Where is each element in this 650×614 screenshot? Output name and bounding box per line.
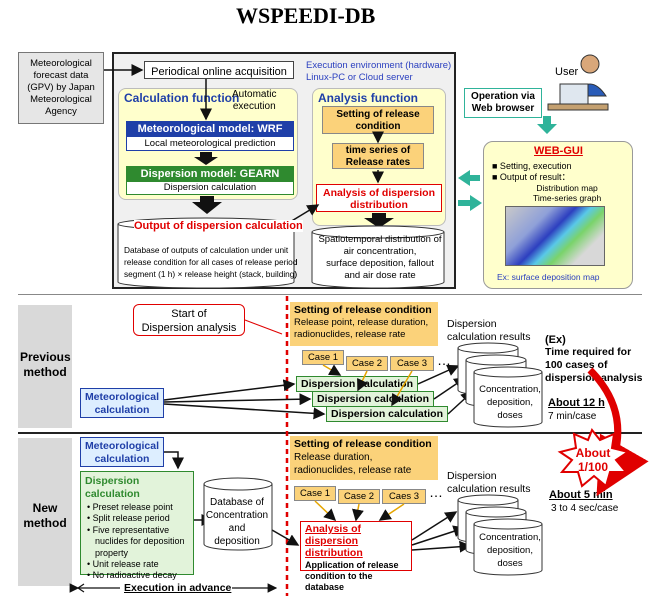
wrf-model-header: Meteorological model: WRF bbox=[127, 122, 293, 137]
prev-case-2: Case 2 bbox=[346, 356, 388, 371]
prev-case-3: Case 3 bbox=[390, 356, 434, 371]
new-db-cylinder bbox=[203, 477, 273, 551]
periodical-acquisition-box: Periodical online acquisition bbox=[144, 61, 294, 79]
dispersion-calc-text: Dispersion calculation bbox=[163, 182, 257, 193]
arrow-gui-to-system bbox=[458, 170, 480, 186]
met-source-line: Meteorological bbox=[30, 94, 92, 105]
met-source-line: Agency bbox=[45, 106, 77, 117]
web-gui-example: Ex: surface deposition map bbox=[497, 272, 600, 282]
prev-setting-box: Setting of release condition Release poi… bbox=[290, 302, 438, 346]
web-gui-title: WEB-GUI bbox=[534, 145, 583, 157]
spatio-cylinder bbox=[311, 225, 445, 289]
about-12h: About 12 h bbox=[548, 397, 605, 409]
prev-output-text-top: Concentration,deposition,doses bbox=[479, 384, 541, 421]
met-source-box: Meteorological forecast data (GPV) by Ja… bbox=[18, 52, 104, 124]
met-source-line: Meteorological bbox=[30, 58, 92, 69]
user-label: User bbox=[555, 66, 579, 78]
web-gui-items: ■ Setting, execution■ Output of result： bbox=[492, 161, 572, 182]
new-per-case: 3 to 4 sec/case bbox=[551, 503, 619, 514]
met-source-line: forecast data bbox=[33, 70, 89, 81]
arrow-wrf-to-gearn bbox=[194, 152, 218, 165]
db-description-top: Database of outputs of calculation under… bbox=[124, 245, 298, 279]
prev-per-case: 7 min/case bbox=[548, 411, 597, 422]
page-title: WSPEEDI-DB bbox=[236, 3, 376, 28]
periodical-label: Periodical online acquisition bbox=[151, 66, 287, 78]
analysis-function-title: Analysis function bbox=[318, 91, 419, 105]
arrow-system-to-gui bbox=[458, 195, 482, 211]
section-divider-top bbox=[18, 294, 642, 295]
arrow-user-to-gui bbox=[537, 116, 557, 134]
section-divider-middle bbox=[18, 432, 642, 434]
deposition-map-image bbox=[505, 206, 605, 266]
prev-disp-calc-3: Dispersion calculation bbox=[326, 406, 448, 422]
wrf-model-box: Meteorological model: WRF Local meteorol… bbox=[126, 121, 294, 151]
output-dispersion-title-top: Output of dispersion calculation bbox=[134, 220, 303, 232]
new-case-3: Caes 3 bbox=[382, 489, 426, 504]
met-source-line: (GPV) by Japan bbox=[27, 82, 95, 93]
gearn-model-header: Dispersion model: GEARN bbox=[127, 167, 293, 182]
arrow-analysis-to-spatio bbox=[364, 213, 394, 228]
new-disp-calc-box: Dispersion calculation • Preset release … bbox=[80, 471, 194, 580]
new-setting-box: Setting of release condition Release dur… bbox=[290, 436, 438, 480]
starburst bbox=[557, 428, 631, 488]
prev-dots: … bbox=[437, 352, 451, 368]
new-dots: … bbox=[429, 484, 443, 500]
new-output-text-top: Concentration,deposition,doses bbox=[479, 532, 541, 569]
prev-case-1: Case 1 bbox=[302, 350, 344, 365]
ex-label: (Ex) bbox=[545, 334, 566, 346]
local-prediction-text: Local meteorological prediction bbox=[144, 138, 276, 149]
prev-disp-calc-1: Dispersion calculation bbox=[296, 376, 418, 392]
calculation-function-title: Calculation function bbox=[124, 91, 240, 105]
gearn-model-box: Dispersion model: GEARN Dispersion calcu… bbox=[126, 166, 294, 195]
arrow-output-to-analysis bbox=[289, 204, 320, 223]
callout-pointer bbox=[244, 319, 283, 335]
new-case-2: Case 2 bbox=[338, 489, 380, 504]
arrow-gearn-to-output bbox=[192, 196, 222, 214]
new-method-band bbox=[18, 438, 72, 586]
new-case-1: Case 1 bbox=[294, 486, 336, 501]
execution-in-advance: Execution in advance bbox=[124, 582, 232, 594]
previous-method-band bbox=[18, 305, 72, 428]
user-icon bbox=[547, 54, 609, 111]
exec-env-text: Execution environment (hardware)Linux-PC… bbox=[306, 60, 452, 83]
